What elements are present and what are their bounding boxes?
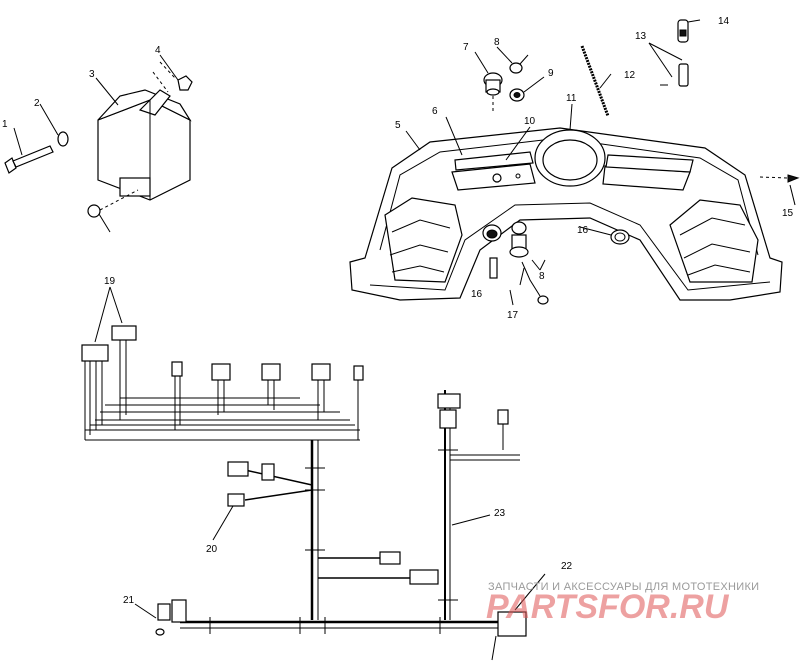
callout-16-right: 16 xyxy=(577,225,589,236)
callout-10: 10 xyxy=(524,116,536,127)
callout-13: 13 xyxy=(635,31,647,42)
callout-7: 7 xyxy=(463,42,469,53)
callout-3: 3 xyxy=(89,69,95,80)
callout-8-top: 8 xyxy=(494,37,500,48)
callout-labels: 1 2 3 4 5 6 7 8 9 10 11 12 13 14 15 16 8… xyxy=(2,16,794,606)
callout-20: 20 xyxy=(206,544,218,555)
watermark-tagline: ЗАПЧАСТИ И АКСЕССУАРЫ ДЛЯ МОТОТЕХНИКИ xyxy=(488,581,759,593)
callout-14: 14 xyxy=(718,16,730,27)
callout-1: 1 xyxy=(2,119,8,130)
callout-4: 4 xyxy=(155,45,161,56)
callout-2: 2 xyxy=(34,98,40,109)
callout-22: 22 xyxy=(561,561,573,572)
callout-12: 12 xyxy=(624,70,636,81)
ring-terminal xyxy=(87,189,139,233)
washer xyxy=(57,131,69,147)
small-parts xyxy=(405,19,800,236)
callout-21: 21 xyxy=(123,595,135,606)
callout-23: 23 xyxy=(494,508,506,519)
callout-16-left: 16 xyxy=(471,289,483,300)
bolt xyxy=(4,145,54,174)
callout-19: 19 xyxy=(104,276,116,287)
ignition-parts xyxy=(482,221,549,306)
callout-9: 9 xyxy=(548,68,554,79)
watermark-logo: PARTSFOR.RU xyxy=(486,588,730,626)
control-module-assembly xyxy=(4,54,193,233)
callout-17: 17 xyxy=(507,310,519,321)
control-module xyxy=(97,89,192,201)
callout-6: 6 xyxy=(432,106,438,117)
callout-8-bottom: 8 xyxy=(539,271,545,282)
watermark: ЗАПЧАСТИ И АКСЕССУАРЫ ДЛЯ МОТОТЕХНИКИ PA… xyxy=(486,581,759,626)
wiring-harness xyxy=(81,286,546,661)
callout-15: 15 xyxy=(782,208,794,219)
callout-5: 5 xyxy=(395,120,401,131)
plug xyxy=(610,229,630,245)
callout-11: 11 xyxy=(566,93,577,104)
nut xyxy=(177,75,193,91)
dash-panel xyxy=(349,127,783,301)
